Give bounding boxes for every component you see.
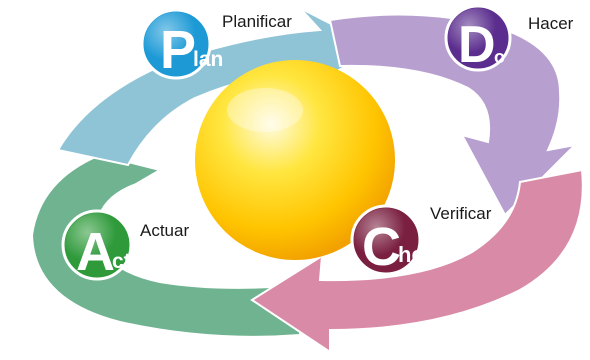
do-letter: D (458, 16, 496, 74)
check-badge: C heck (350, 204, 449, 277)
check-caption: Verificar (430, 204, 492, 223)
check-letter: C (362, 217, 401, 277)
plan-rest: lan (193, 48, 223, 71)
center-sphere (195, 60, 395, 260)
sphere-highlight (227, 88, 303, 132)
plan-caption: Planificar (222, 12, 292, 31)
act-badge: A ct (61, 209, 133, 282)
act-letter: A (76, 222, 115, 282)
plan-arrow (56, 7, 381, 167)
plan-badge: P lan (140, 8, 223, 80)
check-rest: heck (398, 242, 449, 267)
do-caption: Hacer (528, 14, 574, 33)
do-rest: o (494, 47, 505, 67)
check-arrow (250, 168, 584, 354)
act-rest: ct (112, 250, 131, 273)
plan-letter: P (160, 20, 196, 80)
do-badge: D o (444, 4, 512, 74)
act-caption: Actuar (140, 221, 189, 240)
